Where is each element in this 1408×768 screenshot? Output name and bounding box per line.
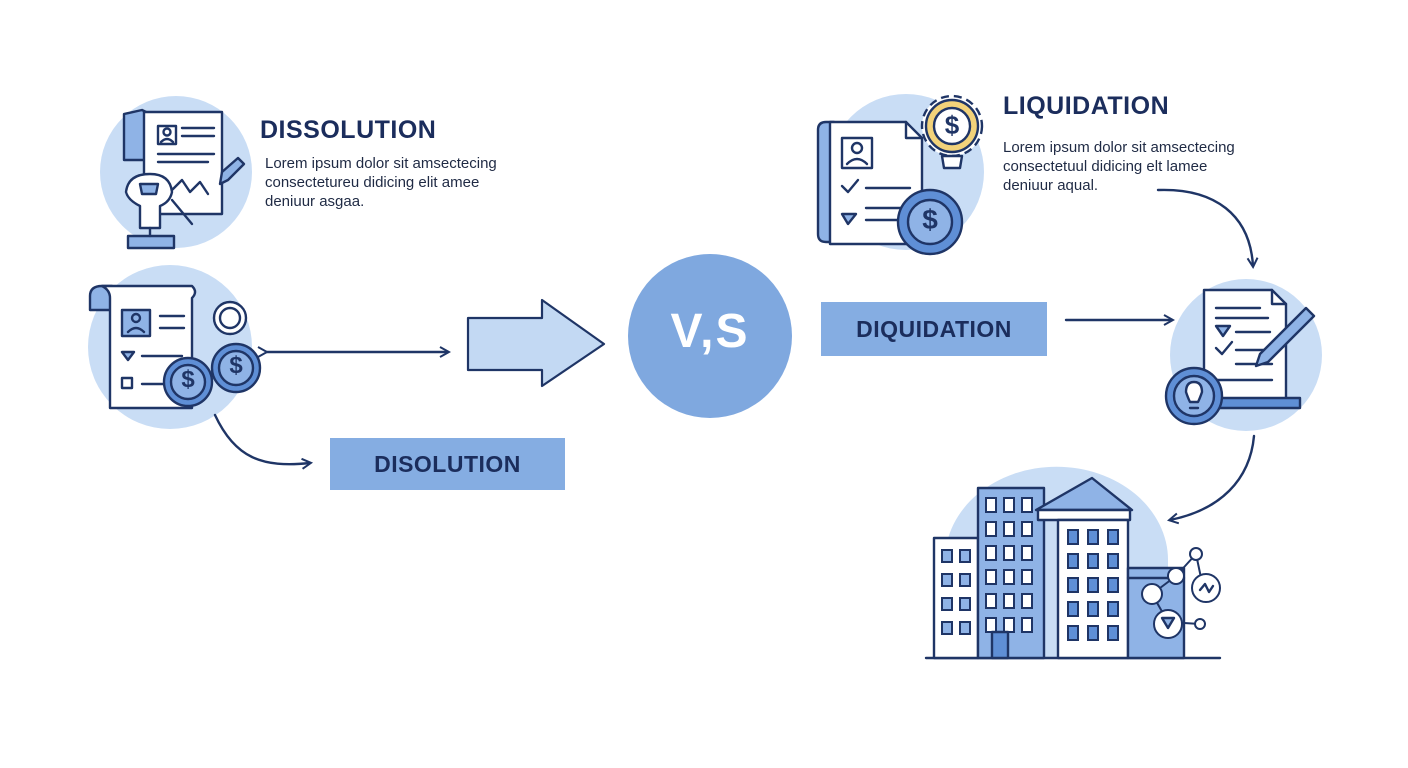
currency-symbol: $ [944,110,960,140]
diquidation-label-box: DIQUIDATION [821,302,1047,356]
document-pen-icon [1164,288,1316,426]
vs-label: V,S [670,305,750,358]
diquidation-label: DIQUIDATION [856,315,1012,342]
dissolution-description: Lorem ipsum dolor sit amsectecing consec… [265,154,497,211]
description-line: Lorem ipsum dolor sit amsectecing [1003,139,1235,156]
currency-symbol: $ [229,352,243,379]
disolution-label: DISOLUTION [374,450,521,477]
currency-symbol: $ [922,204,938,235]
description-line: consectetuul didicing elt lamee [1003,158,1208,175]
description-line: deniuur aqual. [1003,177,1099,194]
document-gear-icon [816,94,984,256]
document-coins-icon [88,284,262,410]
curved-arrow-connector [1156,188,1253,266]
description-line: deniuur asgaa. [265,193,365,210]
liquidation-heading: LIQUIDATION [1003,92,1170,120]
vs-circle [628,254,792,418]
dissolution-heading: DISSOLUTION [260,116,437,144]
disolution-label-box: DISOLUTION [330,438,565,490]
document-stamp-icon [122,108,246,250]
description-line: Lorem ipsum dolor sit amsectecing [265,155,497,172]
description-line: consectetureu didicing elit amee [265,174,480,191]
liquidation-description: Lorem ipsum dolor sit amsectecing consec… [1003,138,1235,195]
office-buildings-icon [924,476,1222,660]
big-right-arrow [466,298,606,388]
curved-arrow-connector [1170,434,1256,520]
currency-symbol: $ [181,366,195,393]
curved-arrow-connector [213,413,310,464]
